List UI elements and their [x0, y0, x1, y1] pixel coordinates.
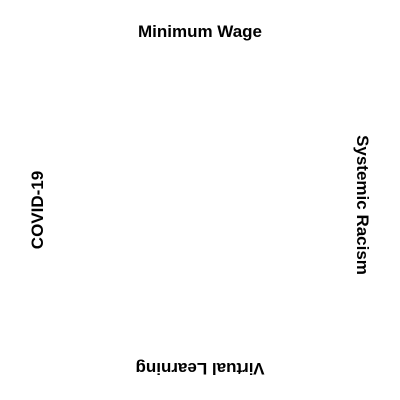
topic-label-virtual-learning: Virtual Learning	[135, 359, 265, 378]
topic-label-systemic-racism: Systemic Racism	[353, 135, 372, 275]
topic-label-minimum-wage: Minimum Wage	[137, 22, 263, 41]
topic-label-covid-19: COVID-19	[28, 170, 47, 250]
